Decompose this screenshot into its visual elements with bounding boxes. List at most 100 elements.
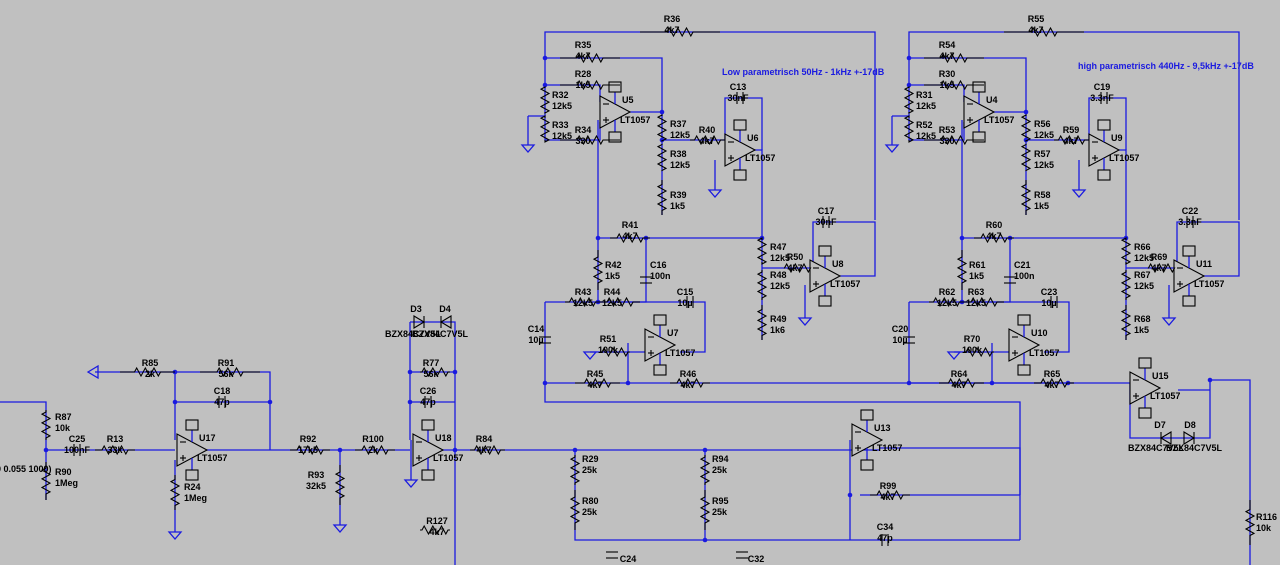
opamp-u11-name: U11: [1196, 259, 1212, 269]
resistor-r84-value: 4k7: [476, 445, 491, 455]
note-high-parametric: high parametrisch 440Hz - 9,5kHz +-17dB: [1078, 61, 1254, 71]
junction-dot: [595, 235, 601, 241]
resistor-r90: [40, 462, 52, 500]
capacitor-c24: [606, 551, 618, 559]
opamp-u6-name: U6: [747, 133, 759, 143]
resistor-r57-name: R57: [1034, 149, 1051, 159]
resistor-r36-value: 4k7: [664, 25, 679, 35]
resistor-r46-name: R46: [680, 369, 697, 379]
resistor-r32: [539, 86, 551, 114]
resistor-r34-value: 330: [575, 136, 590, 146]
resistor-r58-name: R58: [1034, 190, 1051, 200]
resistor-r37-value: 12k5: [670, 130, 690, 140]
opamp-u13: [851, 409, 884, 471]
source-expression: 0 0.055 1000): [0, 464, 52, 474]
resistor-r46-value: 4k7: [680, 380, 695, 390]
capacitor-c23-name: C23: [1041, 287, 1058, 297]
junction-dot: [906, 55, 912, 61]
diode-d7-name: D7: [1154, 420, 1166, 430]
resistor-r28-name: R28: [575, 69, 592, 79]
resistor-r31-name: R31: [916, 90, 933, 100]
resistor-r42-name: R42: [605, 260, 622, 270]
resistor-r69-value: 4k7: [1151, 263, 1166, 273]
resistor-r116: [1244, 500, 1256, 545]
resistor-r42: [592, 250, 604, 290]
opamp-u18-name: U18: [435, 433, 452, 443]
resistor-r99-name: R99: [880, 481, 897, 491]
resistor-r48: [756, 270, 768, 300]
resistor-r62-name: R62: [939, 287, 956, 297]
resistor-r80: [569, 490, 581, 530]
opamp-u5: [599, 81, 632, 143]
resistor-r56: [1020, 114, 1032, 142]
resistor-r31: [903, 86, 915, 114]
capacitor-c20: [903, 336, 915, 344]
resistor-r65: [1034, 377, 1074, 389]
resistor-r34-name: R34: [575, 125, 592, 135]
resistor-r45-value: 4k7: [587, 380, 602, 390]
junction-dot: [959, 235, 965, 241]
capacitor-c13-value: 30nF: [727, 93, 749, 103]
resistor-r127-value: 4k7: [429, 527, 444, 537]
resistor-r62-value: 12k5: [937, 298, 957, 308]
resistor-r70: [964, 346, 994, 358]
opamp-u6-part: LT1057: [745, 153, 775, 163]
resistor-r68-value: 1k5: [1134, 325, 1149, 335]
wire: [1129, 379, 1251, 565]
capacitor-c15: [686, 296, 694, 308]
opamp-u4: [963, 81, 996, 143]
resistor-r93: [334, 465, 346, 505]
resistor-r55: [1004, 26, 1084, 38]
resistor-r33-name: R33: [552, 120, 569, 130]
resistor-r80-name: R80: [582, 496, 599, 506]
resistor-r51-name: R51: [600, 334, 617, 344]
resistor-r95-name: R95: [712, 496, 729, 506]
resistor-r100-name: R100: [362, 434, 384, 444]
resistor-r87-name: R87: [55, 412, 72, 422]
resistor-r85-value: 2k: [145, 369, 156, 379]
wire: [1126, 221, 1240, 277]
capacitor-c18-value: 47p: [214, 397, 230, 407]
resistor-r64-name: R64: [951, 369, 968, 379]
opamp-u15-name: U15: [1152, 371, 1169, 381]
capacitor-c14-value: 10µ: [528, 335, 543, 345]
resistor-r61-name: R61: [969, 260, 986, 270]
resistor-r57-value: 12k5: [1034, 160, 1054, 170]
resistor-r58: [1020, 180, 1032, 215]
capacitor-c22-value: 3.3nF: [1178, 217, 1202, 227]
diode-d8-name: D8: [1184, 420, 1196, 430]
capacitor-c21-value: 100n: [1014, 271, 1035, 281]
resistor-r85-name: R85: [142, 358, 159, 368]
resistor-r50-name: R50: [787, 252, 804, 262]
capacitor-c14-name: C14: [528, 324, 545, 334]
resistor-r90-value: 1Meg: [55, 478, 78, 488]
resistor-r92-name: R92: [300, 434, 317, 444]
wire: [95, 371, 176, 440]
resistor-r55-value: 4k7: [1028, 25, 1043, 35]
resistor-r52-name: R52: [916, 120, 933, 130]
resistor-r87-value: 10k: [55, 423, 71, 433]
capacitor-c25-name: C25: [69, 434, 86, 444]
resistor-r58-value: 1k5: [1034, 201, 1049, 211]
resistor-r59-value: 4k7: [1063, 136, 1078, 146]
capacitor-c26-name: C26: [420, 386, 437, 396]
capacitor-c13: [736, 92, 744, 104]
resistor-r28: [560, 79, 620, 91]
opamp-u9-part: LT1057: [1109, 153, 1139, 163]
resistor-r41: [610, 232, 650, 244]
opamp-u11-part: LT1057: [1194, 279, 1224, 289]
resistor-r13: [95, 444, 135, 456]
resistor-r94-value: 25k: [712, 465, 728, 475]
junction-dot: [1207, 377, 1213, 383]
wire: [880, 447, 1021, 495]
capacitor-c17-name: C17: [818, 206, 835, 216]
capacitor-c16-name: C16: [650, 260, 667, 270]
opamp-u11: [1173, 245, 1206, 307]
capacitor-c32: [736, 551, 748, 559]
opamp-u17-name: U17: [199, 433, 216, 443]
resistor-r43: [565, 296, 600, 308]
wire: [544, 383, 1021, 540]
capacitor-c26: [424, 396, 432, 408]
resistor-r30: [924, 79, 984, 91]
